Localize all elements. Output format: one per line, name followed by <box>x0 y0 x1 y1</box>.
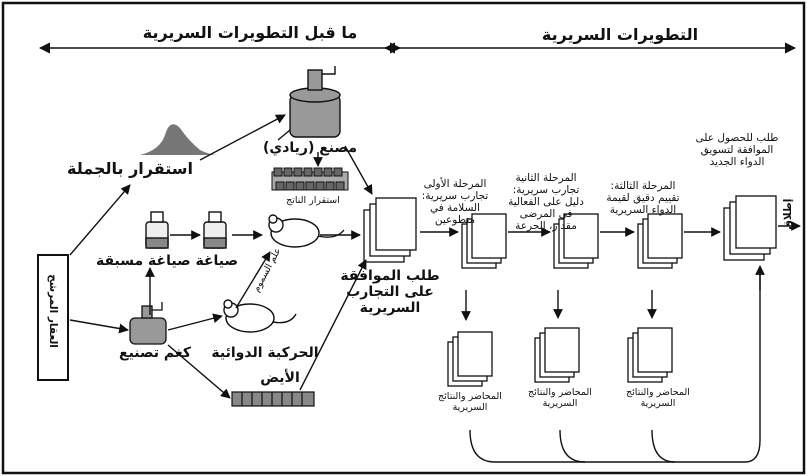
pilot-plant-icon <box>277 66 341 141</box>
factory-label: مصنع (ريادي) <box>262 140 357 156</box>
ind-application-label: طلب الموافقة على التجارب السريرية <box>340 268 440 317</box>
phase1-document-stack <box>461 213 507 269</box>
kg-manufacture-icon <box>129 302 167 345</box>
reports1-stack <box>447 331 493 387</box>
candidate-drug-label: العقار المرشح <box>47 274 60 348</box>
rat-pk-icon <box>223 299 297 333</box>
product-vials-icon <box>271 167 349 191</box>
phase3-document-stack <box>637 213 683 269</box>
phase1-label: المرحلة الأولى تجارب سريرية: السلامة في … <box>421 178 489 227</box>
preclinical-arrows <box>69 114 373 399</box>
metabolism-label: الأيض <box>260 370 300 386</box>
powder-pile-icon <box>140 124 218 155</box>
candidate-drug-box <box>37 254 69 381</box>
formulation-label: صياغة صياغة مسبقة <box>95 253 239 269</box>
reports2-stack <box>534 327 580 383</box>
kg-manufacture-label: كغم تصنيع <box>119 345 191 361</box>
launch-label: إطلاق <box>781 198 794 230</box>
nda-label: طلب للحصول على الموافقة لتسويق الدواء ال… <box>695 132 779 169</box>
formulation-vial-icon <box>145 211 169 249</box>
feedback-lines <box>469 270 761 463</box>
preclinical-header: ما قبل التطويرات السريرية <box>142 23 358 42</box>
nda-document-stack <box>723 195 777 261</box>
reports2-label: المحاضر والنتائج السريرية <box>528 387 592 409</box>
clinical-header: التطويرات السريرية <box>541 25 699 44</box>
ind-document-stack <box>363 197 417 263</box>
scale-up-label: استقرار بالجملة <box>67 159 193 178</box>
preformulation-vial-icon <box>203 211 227 249</box>
reports3-label: المحاضر والنتائج السريرية <box>626 387 690 409</box>
phase3-label: المرحلة الثالثة: تقييم دقيق لقيمة الدواء… <box>606 180 680 217</box>
phase2-document-stack <box>553 213 599 269</box>
metabolism-plate-icon <box>231 391 315 407</box>
rat-toxicology-icon <box>268 214 345 248</box>
phase2-label: المرحلة الثانية تجارب سريرية: دليل على ا… <box>508 172 584 233</box>
reports1-label: المحاضر والنتائج السريرية <box>438 391 502 413</box>
reports3-stack <box>627 327 673 383</box>
pharmacokinetics-label: الحركية الدوائية <box>211 345 319 361</box>
clinical-arrows <box>420 221 801 321</box>
product-stability-label: استقرار الناتج <box>286 195 340 206</box>
